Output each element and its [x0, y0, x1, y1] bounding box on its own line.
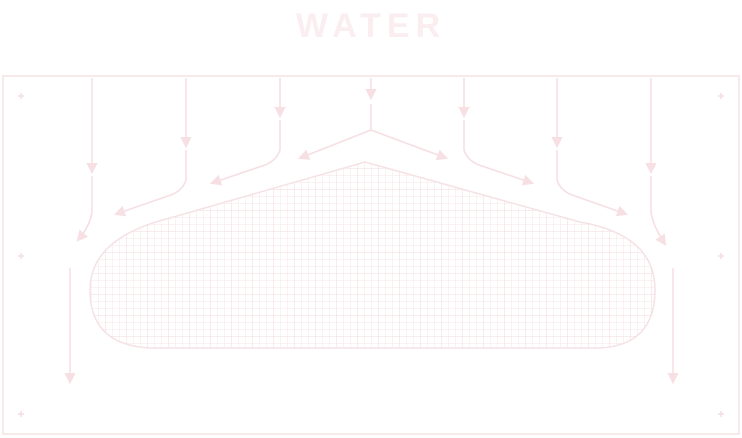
flow-arrows-outflow [64, 268, 679, 385]
flow-arrows-top [86, 78, 657, 175]
frame-rectangle [2, 75, 740, 435]
landmass-shape [89, 161, 656, 349]
diagram-title: WATER [295, 7, 447, 45]
frame-markers [18, 93, 724, 417]
flow-arrows-slope [76, 104, 667, 246]
